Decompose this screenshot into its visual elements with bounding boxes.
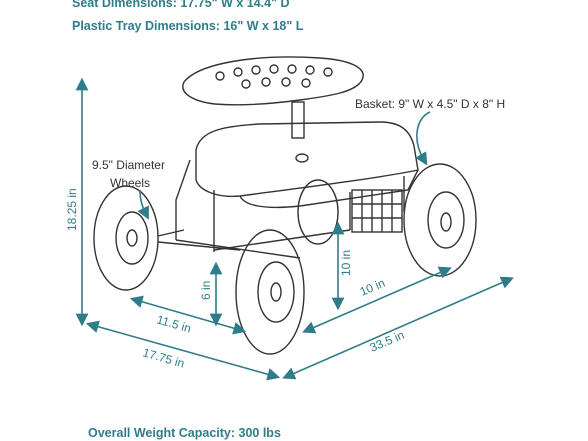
seat-holes bbox=[215, 64, 333, 89]
wheel-rear-right bbox=[403, 163, 477, 277]
ground-clearance-label: 6 in bbox=[199, 281, 213, 300]
tray bbox=[195, 121, 419, 198]
tractor-seat bbox=[182, 56, 364, 106]
cart-illustration bbox=[93, 56, 477, 355]
width-line bbox=[85, 320, 281, 381]
wheels-callout-arrow bbox=[137, 189, 149, 220]
basket bbox=[351, 189, 403, 233]
basket-height-label: 10 in bbox=[339, 250, 353, 276]
inner-length-label: 10 in bbox=[358, 276, 387, 299]
weight-capacity: Overall Weight Capacity: 300 lbs bbox=[88, 426, 281, 440]
seat-dimensions: Seat Dimensions: 17.75" W x 14.4" D bbox=[72, 0, 290, 10]
basket-callout: Basket: 9" W x 4.5" D x 8" H bbox=[355, 97, 506, 111]
basket-callout-arrow bbox=[415, 111, 431, 166]
length-label: 33.5 in bbox=[368, 328, 407, 355]
wheel-front-right bbox=[235, 229, 305, 355]
axle-gap-line bbox=[129, 295, 247, 335]
wheels-callout-line1: 9.5" Diameter bbox=[92, 158, 165, 172]
axle-gap-label: 11.5 in bbox=[155, 312, 193, 335]
tray-dimensions: Plastic Tray Dimensions: 16" W x 18" L bbox=[72, 19, 304, 33]
wheel-rear-left bbox=[297, 179, 339, 245]
height-label: 18.25 in bbox=[65, 188, 79, 231]
wheel-front-left bbox=[93, 185, 159, 291]
frame bbox=[175, 159, 405, 252]
inner-length-line bbox=[302, 266, 452, 334]
seat-post bbox=[291, 101, 305, 139]
